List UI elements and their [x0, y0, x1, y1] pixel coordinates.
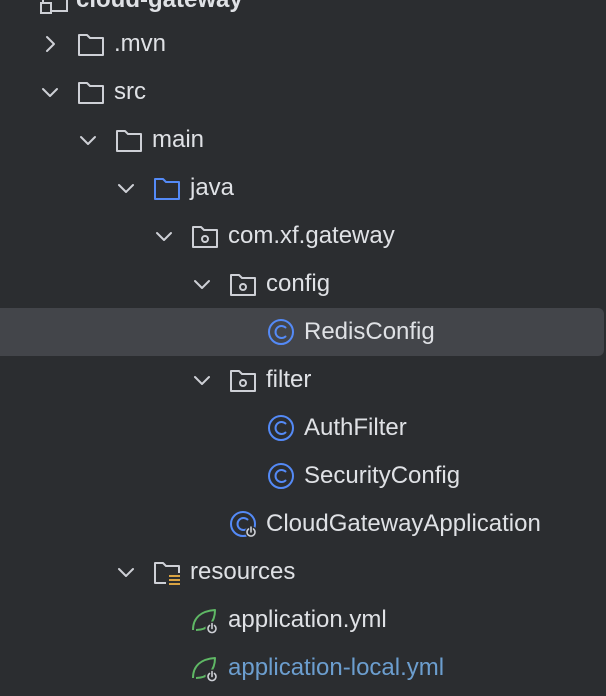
- folder-icon: [114, 125, 144, 155]
- chevron-down-icon[interactable]: [76, 128, 100, 152]
- tree-row-label: RedisConfig: [304, 318, 435, 345]
- tree-row-auth-filter[interactable]: AuthFilter: [0, 404, 606, 452]
- tree-row-label: application-local.yml: [228, 654, 445, 681]
- tree-row-main[interactable]: main: [0, 116, 606, 164]
- tree-row-redis-config[interactable]: RedisConfig: [0, 308, 604, 356]
- chevron-down-icon[interactable]: [190, 272, 214, 296]
- tree-row-label: cloud-gateway: [76, 0, 243, 24]
- chevron-down-icon[interactable]: [152, 224, 176, 248]
- tree-row-label: application.yml: [228, 606, 387, 633]
- resources-folder-icon: [152, 557, 182, 587]
- folder-icon: [76, 77, 106, 107]
- tree-row-root[interactable]: cloud-gateway: [0, 0, 606, 24]
- tree-row-filter[interactable]: filter: [0, 356, 606, 404]
- tree-row-config[interactable]: config: [0, 260, 606, 308]
- tree-row-resources[interactable]: resources: [0, 548, 606, 596]
- package-icon: [190, 221, 220, 251]
- tree-row-mvn[interactable]: .mvn: [0, 20, 606, 68]
- tree-row-label: main: [152, 126, 205, 153]
- tree-row-label: .mvn: [114, 30, 167, 57]
- tree-row-label: CloudGatewayApplication: [266, 510, 541, 537]
- class-icon: [266, 413, 296, 443]
- class-icon: [266, 461, 296, 491]
- chevron-right-icon[interactable]: [38, 32, 62, 56]
- class-icon: [266, 317, 296, 347]
- tree-row-package[interactable]: com.xf.gateway: [0, 212, 606, 260]
- tree-row-application-yml[interactable]: application.yml: [0, 596, 606, 644]
- package-icon: [228, 365, 258, 395]
- tree-row-application-class[interactable]: CloudGatewayApplication: [0, 500, 606, 548]
- runnable-class-icon: [228, 509, 258, 539]
- tree-row-label: com.xf.gateway: [228, 222, 395, 249]
- source-folder-icon: [152, 173, 182, 203]
- tree-row-label: src: [114, 78, 146, 105]
- chevron-down-icon[interactable]: [38, 80, 62, 104]
- spring-config-icon: [190, 653, 220, 683]
- tree-row-java[interactable]: java: [0, 164, 606, 212]
- tree-row-application-local-yml[interactable]: application-local.yml: [0, 644, 606, 692]
- tree-row-label: AuthFilter: [304, 414, 407, 441]
- spring-config-icon: [190, 605, 220, 635]
- chevron-down-icon[interactable]: [190, 368, 214, 392]
- chevron-down-icon[interactable]: [114, 176, 138, 200]
- module-folder-icon: [40, 0, 70, 15]
- tree-row-label: SecurityConfig: [304, 462, 461, 489]
- package-icon: [228, 269, 258, 299]
- tree-row-label: resources: [190, 558, 296, 585]
- tree-row-label: filter: [266, 366, 312, 393]
- tree-row-src[interactable]: src: [0, 68, 606, 116]
- folder-icon: [76, 29, 106, 59]
- tree-row-security-config[interactable]: SecurityConfig: [0, 452, 606, 500]
- tree-row-label: java: [190, 174, 235, 201]
- chevron-down-icon[interactable]: [114, 560, 138, 584]
- tree-row-label: config: [266, 270, 331, 297]
